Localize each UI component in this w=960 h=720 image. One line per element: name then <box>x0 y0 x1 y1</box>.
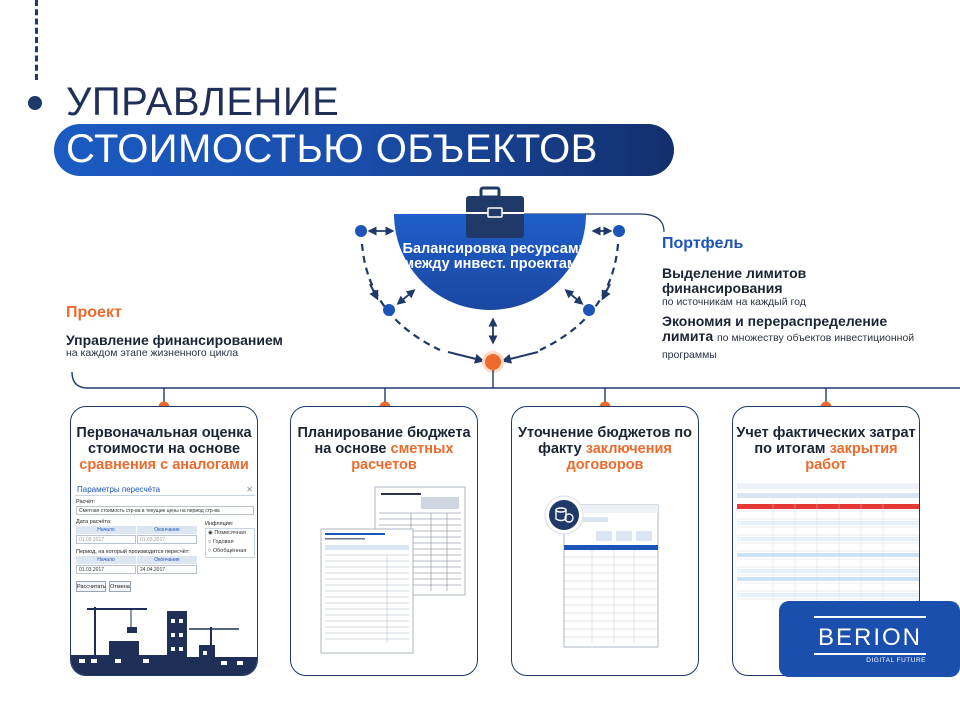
period-label: Период, на который производится пересчёт… <box>76 549 190 555</box>
card-title-highlight: сравнения с аналогами <box>79 457 249 473</box>
calculate-button[interactable]: Рассчитать <box>76 581 106 592</box>
portfolio-item2-heading: Экономия и перераспределение лимита <box>662 313 888 344</box>
inflation-label: Инфляция: <box>205 521 234 527</box>
portfolio-item2-sub: по множеству объектов инвестиционной про… <box>662 332 915 361</box>
card-contracts: Уточнение бюджетов по факту заключения д… <box>511 406 699 676</box>
calc-field[interactable]: Сметная стоимость стр-ва в текущие цены … <box>76 506 254 515</box>
card-title: Уточнение бюджетов по факту заключения д… <box>512 425 698 473</box>
decorative-dot <box>28 96 42 110</box>
right-arc-arrowhead <box>601 283 611 301</box>
left-dashed-arc <box>360 243 441 351</box>
right-bottom-arrowhead <box>501 351 539 364</box>
portfolio-item1-heading: Выделение лимитов финансирования <box>662 265 807 296</box>
card-title-main: Планирование бюджета на основе <box>297 425 471 457</box>
briefcase-icon <box>466 186 524 238</box>
page-title-line1: УПРАВЛЕНИЕ <box>66 80 340 124</box>
card-title-main: Уточнение бюджетов по факту <box>517 425 693 457</box>
timeline-line <box>71 371 960 389</box>
radio-monthly[interactable]: ◉ Помесячная <box>208 530 246 536</box>
node-right-top <box>613 225 625 237</box>
end-header: Окончание <box>137 526 197 534</box>
close-icon[interactable]: ✕ <box>246 485 253 494</box>
project-sub: на каждом этапе жизненного цикла <box>66 347 239 359</box>
estimate-documents-illustration <box>320 486 466 654</box>
portfolio-connector <box>500 213 665 233</box>
logo-rule-top <box>814 616 926 618</box>
decorative-dashed-line <box>35 0 38 80</box>
card-title: Первоначальная оценка стоимости на основ… <box>71 425 257 473</box>
project-title: Проект <box>66 304 122 321</box>
costs-table-illustration <box>737 483 919 605</box>
logo-rule-bottom <box>814 653 926 655</box>
card-title-main: Первоначальная оценка стоимости на основ… <box>76 425 252 457</box>
card-title-highlight: заключения договоров <box>566 441 672 473</box>
card-title-highlight: закрытия работ <box>805 441 898 473</box>
card-title-highlight: сметных расчетов <box>351 441 454 473</box>
construction-illustration <box>71 607 257 675</box>
logo-tagline: DIGITAL FUTURE <box>866 657 926 664</box>
period-end-field[interactable]: 24.04.2017 <box>137 565 197 574</box>
node-left-mid <box>383 304 395 316</box>
node-right-mid <box>583 304 595 316</box>
project-heading: Управление финансированием <box>66 332 283 348</box>
title-band <box>54 124 674 176</box>
left-bottom-arrowhead <box>447 351 485 364</box>
card-title: Учет фактических затрат по итогам закрыт… <box>733 425 919 473</box>
period-end-header: Окончание <box>137 556 197 564</box>
page-title-line2: СТОИМОСТЬЮ ОБЪЕКТОВ <box>66 127 598 171</box>
start-header: Начало <box>76 526 136 534</box>
end-date-field[interactable]: 01.03.2017 <box>137 535 197 544</box>
left-arc-arrowhead <box>369 283 379 301</box>
card-connectors <box>158 388 832 413</box>
card-budget-planning: Планирование бюджета на основе сметных р… <box>290 406 478 676</box>
period-start-field[interactable]: 01.03.2017 <box>76 565 136 574</box>
portfolio-title: Портфель <box>662 235 744 252</box>
radio-yearly[interactable]: ○ Годовая <box>208 539 234 545</box>
logo-name: BERION <box>817 624 922 651</box>
card-initial-estimate: Первоначальная оценка стоимости на основ… <box>70 406 258 676</box>
portfolio-item2: Экономия и перераспределение лимита по м… <box>662 314 922 363</box>
balancing-bowl <box>394 214 586 310</box>
center-text: Балансировка ресурсами между инвест. про… <box>402 241 588 272</box>
node-center <box>485 354 501 370</box>
right-dashed-arc <box>539 243 620 351</box>
period-start-header: Начало <box>76 556 136 564</box>
recalc-dialog: Параметры пересчёта ✕ Расчёт: Сметная ст… <box>71 481 257 601</box>
dialog-title: Параметры пересчёта <box>77 485 161 494</box>
card-title: Планирование бюджета на основе сметных р… <box>291 425 477 473</box>
right-mid-arrow <box>564 289 584 305</box>
cancel-button[interactable]: Отмена <box>109 581 131 592</box>
portfolio-item1-sub: по источникам на каждый год <box>662 296 806 308</box>
contracts-table-illustration <box>544 495 659 648</box>
left-mid-arrow <box>396 289 416 305</box>
radio-summary[interactable]: ○ Обобщённая <box>208 548 247 554</box>
card-title-main: Учет фактических затрат по итогам <box>736 425 916 457</box>
calc-date-label: Дата расчёта: <box>76 519 112 525</box>
node-left-top <box>355 225 367 237</box>
berion-logo <box>779 601 960 677</box>
calc-label: Расчёт: <box>76 499 96 505</box>
start-date-field[interactable]: 01.03.2017 <box>76 535 136 544</box>
